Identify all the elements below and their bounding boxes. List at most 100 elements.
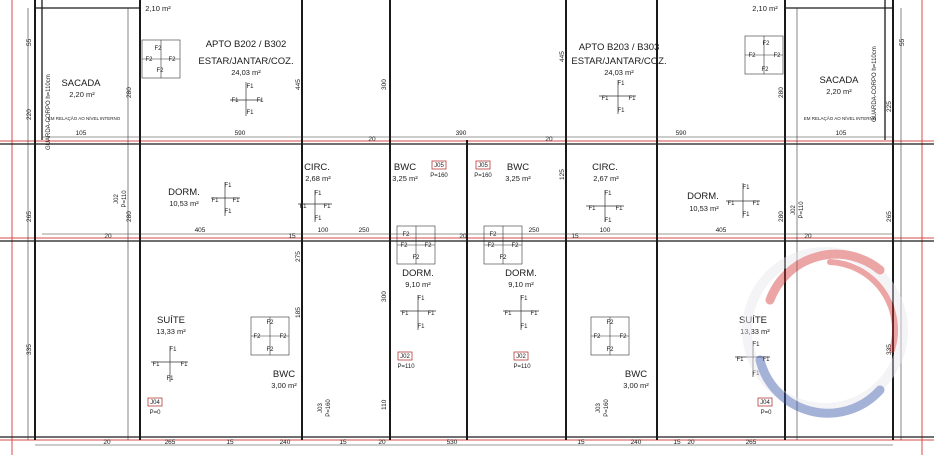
svg-text:F2: F2 — [266, 320, 274, 326]
dimension: 20 — [104, 233, 112, 240]
dimension: 15 — [571, 233, 579, 240]
room-labels: SACADA 2,20 m² APTO B202 / B302 ESTAR/JA… — [61, 4, 859, 390]
tag-code: J05 — [434, 163, 444, 169]
room-name: APTO B203 / B303 — [579, 42, 660, 53]
svg-text:F1: F1 — [742, 185, 750, 191]
room-area: 24,03 m² — [604, 68, 634, 77]
svg-text:F2: F2 — [266, 347, 274, 353]
dimension: 335 — [886, 344, 893, 355]
guard-note: GUARDA-CORPO h=110cm — [46, 74, 52, 150]
svg-text:F1: F1 — [752, 371, 760, 377]
room-area: 2,10 m² — [145, 4, 171, 13]
svg-text:F2: F2 — [279, 334, 287, 340]
tag-label: P=0 — [150, 410, 162, 416]
dimension: 220 — [26, 109, 33, 120]
svg-text:F2: F2 — [499, 255, 507, 261]
svg-text:F1: F1 — [180, 362, 188, 368]
dimension: 105 — [76, 130, 87, 137]
watermark-logo — [742, 247, 908, 418]
dimension: 530 — [447, 439, 458, 446]
dimension: 110 — [381, 399, 388, 410]
svg-text:F1: F1 — [588, 206, 596, 212]
dimension: 55 — [899, 38, 906, 46]
room-area: 3,00 m² — [623, 381, 649, 390]
dimension: 20 — [103, 439, 111, 446]
tag-code: J02 — [516, 354, 526, 360]
fixtures: F2 F2 F2 F2 F1 F1 F1 F1 F1 F1 F1 F1 F1 F… — [141, 35, 784, 382]
room-name: CIRC. — [304, 162, 330, 173]
fixture-group: F2 F2 F2 F2 — [590, 316, 630, 356]
svg-text:F1: F1 — [628, 96, 636, 102]
svg-text:F2: F2 — [593, 334, 601, 340]
room-name: CIRC. — [592, 162, 618, 173]
dimension: 15 — [339, 439, 347, 446]
svg-text:F2: F2 — [412, 255, 420, 261]
svg-text:F1: F1 — [166, 376, 174, 382]
fixture-group: F2 F2 F2 F2 — [250, 316, 290, 356]
svg-text:F2: F2 — [606, 347, 614, 353]
svg-text:F1: F1 — [520, 324, 528, 330]
room-subname: ESTAR/JANTAR/COZ. — [198, 56, 293, 67]
fixture-group: F1 F1 F1 F1 — [298, 190, 332, 222]
fixture-group: F2 F2 F2 F2 — [744, 35, 784, 75]
tag-code: J02 — [791, 205, 797, 215]
room-area: 9,10 m² — [508, 280, 534, 289]
tag-code: J03 — [596, 403, 602, 413]
fixture-group: F1 F1 F1 F1 — [503, 295, 539, 330]
room-area: 10,53 m² — [169, 199, 199, 208]
svg-text:F1: F1 — [601, 96, 609, 102]
fixture-group: F2 F2 F2 F2 — [396, 225, 436, 265]
dimension: 125 — [559, 169, 566, 180]
svg-text:F2: F2 — [168, 57, 176, 63]
fixture-group: F1 F1 F1 F1 — [230, 82, 264, 116]
svg-text:F2: F2 — [748, 53, 756, 59]
tag-label: P=160 — [474, 173, 492, 179]
room-subname: ESTAR/JANTAR/COZ. — [571, 56, 666, 67]
dimension: 280 — [126, 87, 133, 98]
svg-text:F1: F1 — [752, 201, 760, 207]
svg-text:F1: F1 — [727, 201, 735, 207]
dimension: 250 — [529, 227, 540, 234]
svg-text:F2: F2 — [145, 57, 153, 63]
dimension: 55 — [26, 38, 33, 46]
fixture-group: F1 F1 F1 F1 — [400, 295, 436, 330]
tag-code: J04 — [760, 400, 770, 406]
room-name: BWC — [394, 162, 416, 173]
svg-text:F1: F1 — [169, 347, 177, 353]
dimension: 250 — [359, 227, 370, 234]
dimension: 335 — [26, 344, 33, 355]
dimension: 405 — [716, 227, 727, 234]
fixture-group: F1 F1 F1 F1 — [211, 182, 240, 216]
svg-text:F1: F1 — [323, 204, 331, 210]
dimension: 280 — [778, 211, 785, 222]
svg-text:F1: F1 — [246, 110, 254, 116]
svg-text:F1: F1 — [256, 98, 264, 104]
tag-code: J03 — [318, 403, 324, 413]
room-area: 3,00 m² — [271, 381, 297, 390]
svg-text:F1: F1 — [604, 218, 612, 224]
tag-box — [147, 397, 163, 407]
svg-text:F2: F2 — [487, 243, 495, 249]
dimension: 185 — [295, 307, 302, 318]
level-note: EM RELAÇÃO AO NÍVEL INTERNO — [48, 115, 121, 121]
dimension: 280 — [126, 211, 133, 222]
fixture-group: F1 F1 F1 F1 — [735, 341, 770, 377]
svg-text:F1: F1 — [427, 311, 435, 317]
svg-text:F1: F1 — [211, 198, 219, 204]
room-area: 2,67 m² — [593, 174, 619, 183]
dimension: 20 — [545, 136, 553, 143]
room-name: DORM. — [168, 187, 200, 198]
dimension: 590 — [676, 130, 687, 137]
dimension: 445 — [295, 79, 302, 90]
svg-text:F1: F1 — [615, 206, 623, 212]
dimension: 445 — [559, 51, 566, 62]
svg-text:F2: F2 — [511, 243, 519, 249]
dimension: 405 — [195, 227, 206, 234]
dimension: 100 — [600, 227, 611, 234]
svg-text:F1: F1 — [417, 296, 425, 302]
svg-text:F2: F2 — [400, 243, 408, 249]
tag-label: P=110 — [397, 364, 415, 370]
room-name: SACADA — [819, 75, 859, 86]
tag-code: J02 — [114, 194, 120, 204]
